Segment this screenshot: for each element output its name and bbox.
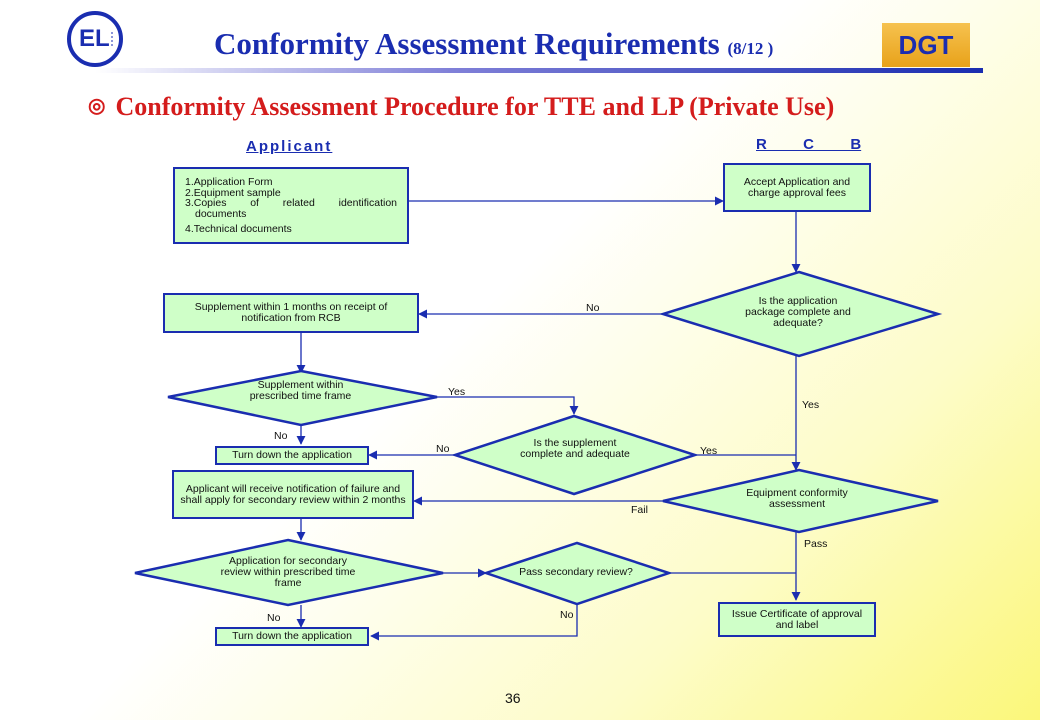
edge-label-no-pass: No: [560, 609, 574, 621]
edge-label-no-supplement: No: [436, 443, 450, 455]
page-title: Conformity Assessment Requirements (8/12…: [214, 26, 894, 62]
rcb-column-heading: R C B: [756, 136, 862, 153]
docs-item-1: 1.Application Form: [185, 176, 273, 188]
pass-secondary-text: Pass secondary review?: [519, 566, 633, 578]
docs-item-4: 4.Technical documents: [185, 223, 292, 235]
header-divider: [95, 68, 983, 73]
decision-supplement-complete: [450, 414, 700, 496]
decision-supplement-in-time: [167, 369, 438, 427]
edge-label-no-package: No: [586, 302, 600, 314]
edge-label-fail: Fail: [631, 504, 648, 516]
el-logo: EL: [66, 10, 126, 68]
supplement-in-time-text: Supplement within prescribed time frame: [249, 379, 352, 402]
subtitle-text: Conformity Assessment Procedure for TTE …: [115, 92, 835, 121]
edge-label-yes-supplement: Yes: [700, 445, 718, 457]
supplement-complete-text: Is the supplement complete and adequate: [520, 437, 630, 460]
turn-down-box-1: Turn down the application: [215, 446, 369, 465]
accept-application-box: Accept Application and charge approval f…: [723, 163, 871, 212]
docs-item-3-cont: documents: [195, 207, 247, 220]
el-logo-text: EL: [79, 25, 110, 52]
section-subtitle: ◎ Conformity Assessment Procedure for TTE…: [88, 92, 834, 122]
decision-secondary-in-time: [134, 538, 444, 607]
edge-label-no-secondary: No: [267, 612, 281, 624]
page-number: 36: [505, 690, 521, 706]
secondary-in-time-text: Application for secondary review within …: [220, 555, 356, 589]
edge-label-yes-intime: Yes: [448, 386, 466, 398]
title-page-indicator: (8/12 ): [727, 39, 774, 58]
edge-label-no-intime: No: [274, 430, 288, 442]
docs-item-2: 2.Equipment sample: [185, 186, 281, 199]
package-complete-text: Is the application package complete and …: [745, 295, 851, 329]
supplement-1-month-box: Supplement within 1 months on receipt of…: [163, 293, 419, 333]
equipment-assessment-text: Equipment conformity assessment: [746, 487, 848, 510]
edge-label-yes-package: Yes: [802, 399, 820, 411]
bullet-icon: ◎: [88, 95, 106, 117]
application-documents-box: 1.Application Form 2.Equipment sample 3.…: [173, 167, 409, 244]
decision-package-complete: [658, 270, 943, 358]
edge-intime-yes: [437, 396, 579, 415]
decision-pass-secondary: [482, 541, 673, 606]
el-logo-icon: [67, 11, 123, 67]
failure-notification-box: Applicant will receive notification of f…: [172, 470, 414, 519]
edge-label-pass: Pass: [804, 538, 828, 550]
decision-equipment-assessment: [662, 468, 939, 534]
issue-certificate-box: Issue Certificate of approval and label: [718, 602, 876, 637]
docs-item-3: 3.Copies of related identification: [185, 197, 397, 209]
title-text: Conformity Assessment Requirements: [214, 26, 720, 61]
turn-down-box-2: Turn down the application: [215, 627, 369, 646]
edge-pass-no: [370, 604, 578, 641]
dgt-brand-badge: DGT: [882, 23, 970, 67]
applicant-column-heading: Applicant: [246, 138, 333, 155]
